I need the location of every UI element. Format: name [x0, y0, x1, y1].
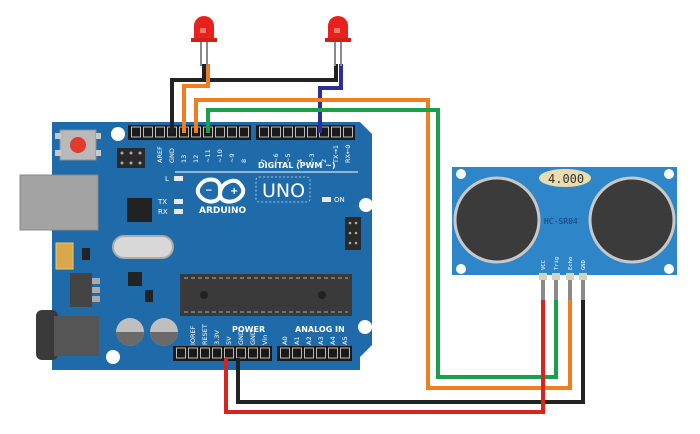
pin-label: 3.3V	[213, 330, 221, 345]
mounting-hole	[358, 320, 372, 334]
analog-header-label: ANALOG IN	[295, 325, 345, 334]
led-1	[191, 16, 217, 66]
transducer-right	[588, 176, 676, 264]
sensor-pin	[552, 273, 560, 280]
ultrasonic-sensor: 4.000 HC-SR04 VCC Trig Echo GND	[452, 167, 677, 280]
led-tx	[174, 199, 183, 204]
pin-label: A2	[305, 336, 313, 345]
pin-label: ~5	[284, 153, 292, 163]
mounting-hole	[106, 350, 120, 364]
wire-pin11-trig	[206, 108, 558, 379]
pin-label: GND	[168, 148, 176, 163]
pin-label: A1	[293, 336, 301, 345]
pin-label: 5V	[225, 336, 233, 345]
sensor-model-label: HC-SR04	[544, 217, 578, 226]
crystal	[112, 235, 174, 259]
wires	[170, 64, 585, 414]
pin-label: A4	[329, 336, 337, 345]
usb-chip	[127, 198, 152, 222]
sensor-pin	[539, 273, 547, 280]
pin-label: ~9	[228, 153, 236, 163]
pin-label: 2	[320, 159, 328, 163]
pin-label: ~6	[272, 153, 280, 163]
pin-label: 4	[296, 159, 304, 163]
pin-label: 7	[260, 159, 268, 163]
sensor-display	[539, 169, 591, 187]
arduino-board: DIGITAL (PWM ~) POWER ANALOG IN AREF GND 1…	[19, 122, 373, 370]
pin-label: 13	[180, 155, 188, 163]
reset-button[interactable]	[55, 129, 101, 161]
sensor-pin	[579, 273, 587, 280]
pin-label: GND	[237, 330, 245, 345]
wire-led1-pin13	[182, 64, 210, 133]
pin-label: ~3	[308, 153, 316, 163]
voltage-regulator	[70, 273, 92, 307]
pin-label: AREF	[156, 146, 164, 163]
sensor-pin-label: Echo	[568, 257, 574, 270]
power-jack	[36, 310, 99, 360]
led-label-on: ON	[334, 196, 345, 204]
led-rx	[174, 209, 183, 214]
svg-text:+: +	[230, 186, 238, 197]
pin-label: RESET	[201, 324, 209, 345]
led-label-rx: RX	[158, 208, 168, 216]
digital-header	[128, 125, 355, 140]
sensor-display-value: 4.000	[548, 172, 584, 186]
sensor-pin-label: VCC	[541, 260, 547, 270]
analog-header	[277, 346, 352, 361]
transducer-left	[453, 176, 541, 264]
pin-label: GND	[249, 330, 257, 345]
power-header-label: POWER	[232, 325, 265, 334]
arduino-logo-icon: − +	[195, 177, 246, 204]
sensor-pin	[566, 273, 574, 280]
pin-label: A3	[317, 336, 325, 345]
brand-label: ARDUINO	[199, 206, 247, 216]
mounting-hole	[111, 127, 125, 141]
led-2	[325, 16, 351, 66]
pin-label: RX←0	[344, 144, 352, 163]
pin-label: ~10	[216, 149, 224, 163]
power-header	[173, 346, 272, 361]
led-l	[174, 176, 183, 181]
led-on	[322, 197, 331, 202]
digital-header-label: DIGITAL (PWM ~)	[258, 161, 336, 170]
wire-led-gnd	[170, 64, 338, 133]
led-label-l: L	[165, 175, 169, 183]
pin-label: TX→1	[332, 145, 340, 164]
pin-label: 8	[240, 159, 248, 163]
wire-pin12-echo	[194, 98, 572, 390]
sensor-pin-label: Trig	[554, 257, 560, 270]
capacitor	[55, 242, 74, 270]
icsp-header	[117, 148, 145, 168]
atmega-chip	[180, 274, 352, 316]
wire-gnd-sensor-gnd	[236, 300, 585, 404]
icsp-header-2	[345, 217, 361, 250]
pin-label: IOREF	[189, 325, 197, 345]
pin-label: Vin	[261, 335, 269, 345]
svg-text:−: −	[205, 186, 213, 196]
led-label-tx: TX	[157, 198, 167, 206]
mounting-hole	[359, 198, 373, 212]
pin-label: A5	[341, 336, 349, 345]
sensor-pin-label: GND	[581, 260, 587, 270]
pin-label: 12	[192, 155, 200, 163]
model-label: UNO	[262, 180, 305, 202]
pin-label: A0	[281, 336, 289, 345]
wire-5v-vcc	[224, 300, 545, 414]
capacitor-large	[116, 318, 178, 346]
pin-label: ~11	[204, 149, 212, 163]
